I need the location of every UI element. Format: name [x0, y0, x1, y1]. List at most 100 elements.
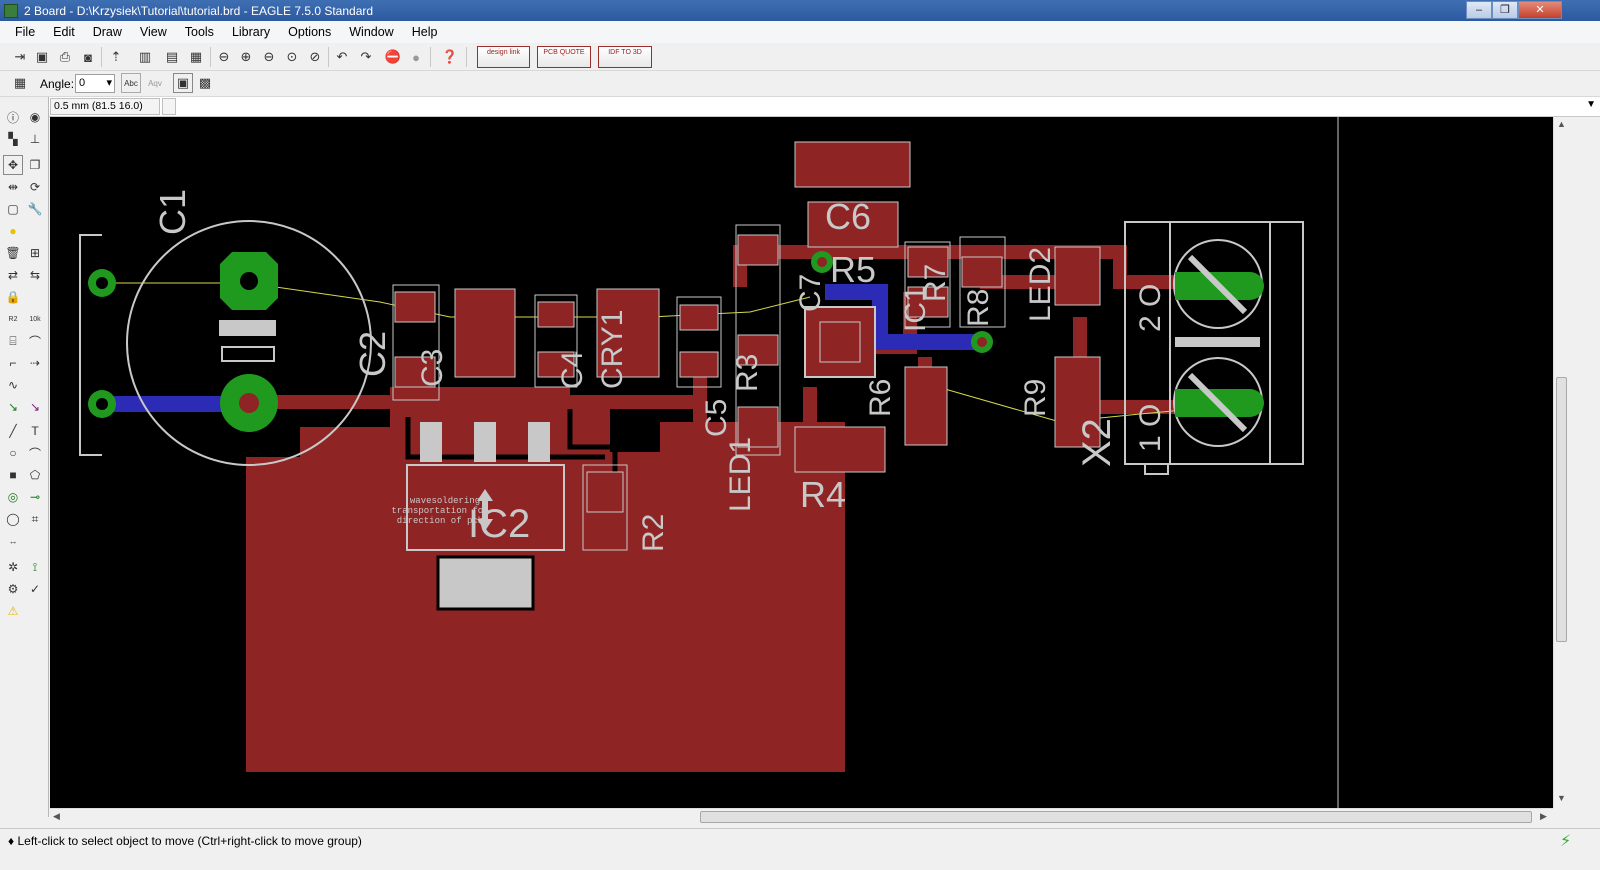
arc-icon[interactable]: ⌒ [28, 446, 41, 461]
stop-icon[interactable]: ⛔ [384, 49, 402, 64]
info-icon[interactable]: ⓘ [6, 110, 19, 125]
scroll-left-arrow[interactable]: ◀ [53, 811, 60, 821]
miter-icon[interactable]: ⌒ [28, 334, 41, 349]
zoom-out-icon[interactable]: ⊖ [263, 49, 275, 64]
open-icon[interactable]: ⇥ [14, 49, 26, 64]
add-icon[interactable]: ⊞ [29, 246, 41, 260]
status-text: Left-click to select object to move (Ctr… [17, 834, 362, 848]
menu-edit[interactable]: Edit [53, 25, 75, 39]
delete-icon[interactable]: 🗑 [5, 246, 21, 260]
redo-icon[interactable]: ↷ [360, 49, 372, 64]
sch-icon[interactable]: ▤ [165, 49, 179, 64]
print-icon[interactable]: ⎙ [59, 49, 71, 64]
ulp-icon[interactable]: ▥ [138, 49, 152, 64]
minimize-button[interactable]: – [1466, 1, 1492, 19]
designlink-button[interactable]: design link [477, 46, 530, 68]
replace-icon[interactable]: ⇄ [7, 268, 19, 282]
idf-to-3d-button[interactable]: IDF TO 3D [598, 46, 652, 68]
move-icon[interactable]: ✥ [3, 155, 23, 175]
menu-help[interactable]: Help [411, 25, 438, 39]
menu-view[interactable]: View [139, 25, 167, 39]
mirror-text-icon[interactable]: Abc [121, 73, 141, 93]
vertical-scroll-thumb[interactable] [1556, 377, 1567, 642]
layout-icon[interactable]: ▣ [173, 73, 193, 93]
group-icon[interactable]: ▢ [7, 202, 19, 216]
go-status-icon[interactable]: ⚡ [1560, 833, 1572, 850]
label-c7: C7 [794, 274, 827, 312]
horizontal-scrollbar[interactable]: ◀ ▶ [50, 808, 1553, 825]
paste-icon[interactable]: ● [9, 224, 17, 238]
name-icon[interactable]: R2 [8, 315, 18, 323]
go-icon[interactable]: ● [412, 49, 420, 65]
brd-icon[interactable]: ▦ [189, 49, 203, 64]
command-history-dropdown[interactable]: ▼ [1586, 99, 1596, 110]
menu-draw[interactable]: Draw [92, 25, 122, 39]
zoom-prev-icon[interactable]: ⊘ [309, 49, 321, 64]
command-input[interactable] [178, 98, 1578, 115]
angle-select[interactable]: 0 [75, 74, 115, 93]
rotate-icon[interactable]: ⟳ [29, 180, 41, 194]
zoom-select-icon[interactable]: ⊙ [286, 49, 298, 64]
meander-icon[interactable]: ∿ [7, 378, 19, 392]
mark-icon[interactable]: ⊥ [29, 132, 41, 146]
circle-icon[interactable]: ○ [9, 446, 17, 460]
pinswap-icon[interactable]: ⇆ [29, 268, 41, 282]
board-canvas[interactable]: C1 C2 C3 C4 CRY1 C5 LED1 R3 C6 C7 R5 IC1… [50, 117, 1553, 808]
zoom-in-icon[interactable]: ⊕ [240, 49, 252, 64]
scroll-down-arrow[interactable]: ▼ [1557, 793, 1566, 803]
display-icon[interactable]: ▚ [8, 132, 18, 146]
menu-tools[interactable]: Tools [184, 25, 214, 39]
route-icon[interactable]: ↘ [7, 400, 19, 414]
optimize-icon[interactable]: ⇢ [29, 356, 41, 370]
smash-icon[interactable]: ⌸ [9, 333, 17, 348]
close-button[interactable]: ✕ [1518, 1, 1562, 19]
menu-window[interactable]: Window [349, 25, 394, 39]
show-icon[interactable]: ◉ [29, 110, 41, 124]
zoom-fit-icon[interactable]: ⊖ [218, 49, 230, 64]
autorouter-icon[interactable]: ⟟ [32, 559, 38, 574]
label-led1: LED1 [724, 437, 757, 512]
change-icon[interactable]: 🔧 [27, 202, 43, 216]
drc-icon[interactable]: ⚙ [7, 582, 19, 596]
wire-icon[interactable]: ╱ [9, 424, 17, 438]
note-line-3: direction of pcb [397, 516, 483, 526]
ripup-icon[interactable]: ↘ [29, 400, 41, 414]
hole-icon[interactable]: ◯ [6, 512, 20, 526]
ratsnest-icon[interactable]: ✲ [7, 560, 19, 574]
grid-icon[interactable]: ▦ [13, 75, 27, 90]
via-icon[interactable]: ◎ [7, 490, 19, 504]
attribute-icon[interactable]: ⌗ [31, 511, 39, 526]
menu-file[interactable]: File [15, 25, 36, 39]
save-icon[interactable]: ▣ [35, 49, 49, 64]
menu-library[interactable]: Library [231, 25, 271, 39]
help-icon[interactable]: ❓ [441, 49, 459, 64]
polygon-icon[interactable]: ⬠ [29, 468, 41, 482]
errors-icon[interactable]: ✓ [29, 582, 41, 596]
layout-alt-icon[interactable]: ▩ [198, 75, 212, 90]
spin-text-icon[interactable]: Aqv [148, 78, 162, 88]
scroll-up-arrow[interactable]: ▲ [1557, 119, 1566, 129]
vertical-scrollbar[interactable]: ▲ ▼ [1553, 117, 1569, 808]
cam-icon[interactable]: ◙ [84, 49, 92, 65]
horizontal-scroll-thumb[interactable] [700, 811, 1532, 823]
wavesoldering-note: wavesoldering transportation for directi… [391, 496, 488, 526]
dimension-icon[interactable]: ↔ [8, 536, 18, 546]
scroll-right-arrow[interactable]: ▶ [1540, 811, 1547, 821]
rect-icon[interactable]: ■ [9, 468, 17, 482]
menu-options[interactable]: Options [288, 25, 332, 39]
copy-icon[interactable]: ❐ [29, 158, 41, 172]
mirror-icon[interactable]: ⇹ [7, 180, 19, 194]
undo-icon[interactable]: ↶ [336, 49, 348, 64]
warning-icon[interactable]: ⚠ [7, 604, 19, 618]
text-icon[interactable]: T [31, 424, 39, 438]
value-icon[interactable]: 10k [29, 315, 41, 323]
angle-value: 0 [79, 77, 86, 89]
label-r6: R6 [864, 379, 897, 417]
script-icon[interactable]: ⇡ [110, 49, 122, 64]
signal-icon[interactable]: ⊸ [29, 490, 41, 504]
split-icon[interactable]: ⌐ [9, 356, 17, 370]
pcb-quote-button[interactable]: PCB QUOTE [537, 46, 591, 68]
maximize-button[interactable]: ❐ [1492, 1, 1518, 19]
lock-icon[interactable]: 🔒 [5, 290, 21, 304]
isolation [567, 397, 618, 477]
